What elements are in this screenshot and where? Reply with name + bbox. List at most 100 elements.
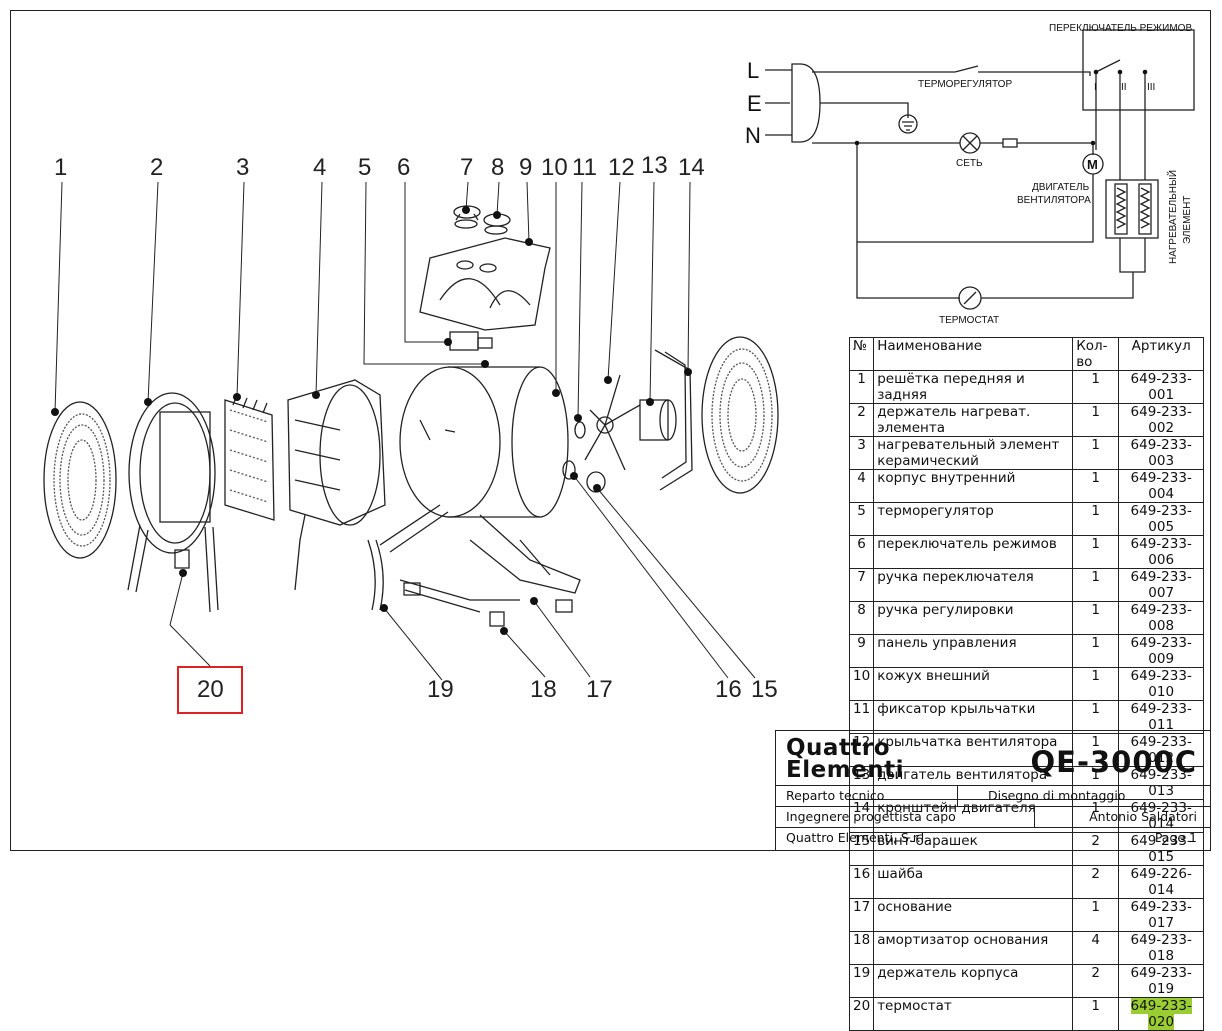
wiring-schematic xyxy=(765,29,1195,310)
row-article: 649-233-005 xyxy=(1118,502,1205,536)
header-name: Наименование xyxy=(873,337,1074,371)
mode-switch-label: ПЕРЕКЛЮЧАТЕЛЬ РЕЖИМОВ xyxy=(1049,23,1192,34)
part-rear-grille xyxy=(701,336,779,494)
dept-label: Reparto tecnico xyxy=(786,788,885,803)
row-name: переключатель режимов xyxy=(873,535,1074,569)
row-no: 4 xyxy=(848,469,875,503)
row-qty: 4 xyxy=(1072,931,1120,965)
row-name: фиксатор крыльчатки xyxy=(873,700,1074,734)
row-article: 649-233-009 xyxy=(1118,634,1205,668)
line-e-label: E xyxy=(747,91,762,116)
callout-16: 16 xyxy=(715,676,742,703)
switch-pos-3: III xyxy=(1147,82,1155,93)
row-name: корпус внутренний xyxy=(873,469,1074,503)
row-name: нагревательный элемент керамический xyxy=(873,436,1074,470)
callout-11: 11 xyxy=(572,154,597,181)
row-no: 10 xyxy=(848,667,875,701)
row-article: 649-233-006 xyxy=(1118,535,1205,569)
row-name: двигатель вентилятора xyxy=(873,766,1074,800)
row-qty: 1 xyxy=(1072,568,1120,602)
callout-20-highlight-box xyxy=(177,666,243,714)
row-article: 649-233-018 xyxy=(1118,931,1205,965)
callout-10: 10 xyxy=(541,154,568,181)
part-front-grille xyxy=(43,401,117,559)
part-outer-shell xyxy=(399,366,569,518)
title-row-dept: Reparto tecnico Disegno di montaggio xyxy=(776,785,1211,807)
row-article: 649-233-001 xyxy=(1118,370,1205,404)
row-no: 13 xyxy=(848,766,875,800)
row-no: 7 xyxy=(848,568,875,602)
row-qty: 1 xyxy=(1072,436,1120,470)
row-no: 1 xyxy=(848,370,875,404)
row-qty: 1 xyxy=(1072,502,1120,536)
heater-label-2: ЭЛЕМЕНТ xyxy=(1182,196,1193,244)
title-row-company: Quattro Elementi, S.r.l. Page 1 xyxy=(776,827,1211,849)
header-article: Артикул xyxy=(1118,337,1205,371)
part-wing-screw xyxy=(562,460,606,493)
row-name: держатель нагреват. элемента xyxy=(873,403,1074,437)
row-name: амортизатор основания xyxy=(873,931,1074,965)
row-name: решётка передняя и задняя xyxy=(873,370,1074,404)
callout-1: 1 xyxy=(54,154,68,181)
title-row-engineer: Ingegnere progettista capo Antonio Salda… xyxy=(776,806,1211,828)
row-qty: 1 xyxy=(1072,370,1120,404)
switch-pos-1: I xyxy=(1094,82,1097,93)
highlighted-article: 649-233-020 xyxy=(1130,998,1192,1030)
title-block: Quattro Elementi QE-3000C Reparto tecnic… xyxy=(775,730,1211,851)
callout-2: 2 xyxy=(150,154,164,181)
row-qty: 2 xyxy=(1072,865,1120,899)
row-article: 649-233-007 xyxy=(1118,568,1205,602)
header-qty: Кол-во xyxy=(1072,337,1120,371)
line-n-label: N xyxy=(745,123,761,148)
callout-5: 5 xyxy=(358,154,372,181)
callout-7: 7 xyxy=(460,154,474,181)
row-name: крыльчатка вентилятора xyxy=(873,733,1074,767)
parts-table-header: № Наименование Кол-во Артикул xyxy=(848,337,1205,371)
motor-label-2: ВЕНТИЛЯТОРА xyxy=(1017,195,1091,206)
callout-12: 12 xyxy=(608,154,635,181)
brand-logo: Quattro Elementi xyxy=(786,737,904,782)
row-article: 649-233-008 xyxy=(1118,601,1205,635)
row-no: 11 xyxy=(848,700,875,734)
row-qty: 1 xyxy=(1072,469,1120,503)
row-qty: 1 xyxy=(1072,601,1120,635)
row-qty: 1 xyxy=(1072,667,1120,701)
row-article: 649-233-017 xyxy=(1118,898,1205,932)
row-article: 649-233-012 xyxy=(1118,733,1205,767)
row-qty: 1 xyxy=(1072,634,1120,668)
thermoregulator-label: ТЕРМОРЕГУЛЯТОР xyxy=(918,79,1012,90)
callout-3: 3 xyxy=(236,154,250,181)
part-motor-bracket xyxy=(654,349,693,491)
row-name: ручка переключателя xyxy=(873,568,1074,602)
company-name: Quattro Elementi, S.r.l. xyxy=(786,830,929,845)
row-name: шайба xyxy=(873,865,1074,899)
row-name: панель управления xyxy=(873,634,1074,668)
part-control-panel xyxy=(419,237,551,331)
row-article: 649-233-003 xyxy=(1118,436,1205,470)
drawing-type: Disegno di montaggio xyxy=(988,788,1126,803)
leader-lines xyxy=(54,181,756,681)
engineer-role: Ingegnere progettista capo xyxy=(786,809,956,824)
callout-8: 8 xyxy=(491,154,505,181)
row-no: 16 xyxy=(848,865,875,899)
row-article: 649-233-004 xyxy=(1118,469,1205,503)
row-qty: 1 xyxy=(1072,535,1120,569)
row-no: 5 xyxy=(848,502,875,536)
callout-9: 9 xyxy=(519,154,533,181)
row-article: 649-226-014 xyxy=(1118,865,1205,899)
row-name: термостат xyxy=(873,997,1074,1031)
thermostat-label: ТЕРМОСТАТ xyxy=(939,315,999,326)
row-no: 17 xyxy=(848,898,875,932)
part-motor xyxy=(639,399,677,441)
switch-pos-2: II xyxy=(1121,82,1127,93)
